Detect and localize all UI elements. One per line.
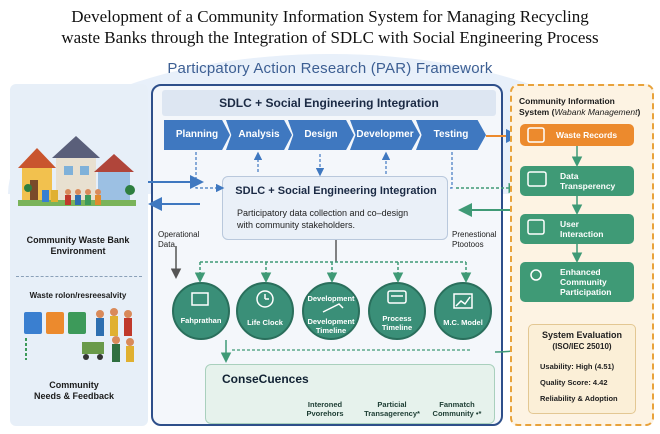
integration-text: Participatory data collection and co–des… [237, 208, 409, 230]
participation-icon [530, 269, 542, 281]
evaluation-box [528, 324, 636, 414]
method-circle [172, 282, 230, 340]
phase-testing: Testing [416, 120, 486, 150]
circle-label-1: Fahprathan [180, 316, 222, 325]
circle-label-4: Process Timeline [381, 314, 413, 332]
waste-label: Waste rolon/resreesalvity [29, 291, 127, 300]
timeline-icon [322, 303, 344, 313]
eval-quality: Quality Score: 4.42 [540, 378, 608, 387]
user-icon [527, 219, 545, 235]
participation-box: Enhanced Community Participation [520, 262, 634, 302]
circle-label-5: M.C. Model [443, 318, 483, 327]
process-icon [387, 290, 407, 304]
phase-analysis: Analysis [226, 120, 292, 150]
eval-sub: (ISO/IEC 25010) [552, 342, 612, 351]
data-transparency-box: Data Transperency [520, 166, 634, 196]
phase-planning: Planning [164, 120, 230, 150]
method-circle [434, 282, 492, 340]
consequence-2: Particial Transagerency* [364, 400, 420, 418]
prenestional-label: Prenestional Ptootoos [452, 230, 497, 249]
chart-icon [453, 293, 473, 309]
integration-title: SDLC + Social Engineering Integration [235, 185, 437, 197]
circle-label-3: Development Development Timeline [307, 294, 355, 335]
circle-label-2: Life Clock [247, 318, 283, 327]
phase-development: Developmer [350, 120, 420, 150]
needs-label: Community Needs & Feedback [33, 380, 115, 401]
records-icon [527, 127, 545, 143]
consequence-3: Fanmatch Community •* [432, 400, 482, 418]
operational-data-label: Operational Data [158, 230, 200, 249]
waste-records-box: Waste Records [520, 124, 634, 146]
eval-reliability: Reliability & Adoption [540, 394, 618, 403]
left-divider [16, 276, 142, 277]
right-title: Community Information System (Wabank Man… [519, 96, 641, 117]
consequences-title: ConseCuences [222, 372, 309, 386]
consequence-1: Interoned Pvorehors [306, 400, 344, 418]
framework-label: Particpatory Action Research (PAR) Frame… [167, 60, 493, 77]
env-label: Community Waste Bank Environment [26, 235, 130, 256]
method-circle [302, 282, 360, 340]
eval-usability: Usability: High (4.51) [540, 362, 615, 371]
title-line-2: waste Banks through the Integration of S… [61, 28, 599, 47]
title-line-1: Development of a Community Information S… [71, 7, 589, 26]
user-interaction-box: User Interaction [520, 214, 634, 244]
integration-box: SDLC + Social Engineering Integration Pa… [222, 176, 448, 240]
diagram-title: Development of a Community Information S… [0, 6, 660, 48]
center-header: SDLC + Social Engineering Integration [162, 90, 496, 116]
recycling-bins-icon [24, 308, 134, 362]
phase-design: Design [288, 120, 354, 150]
eval-title: System Evaluation [541, 330, 623, 340]
consequences-box [205, 364, 495, 424]
clock-icon [256, 290, 274, 308]
doc-icon [191, 292, 209, 306]
data-icon [527, 171, 547, 187]
houses-icon [18, 136, 136, 206]
